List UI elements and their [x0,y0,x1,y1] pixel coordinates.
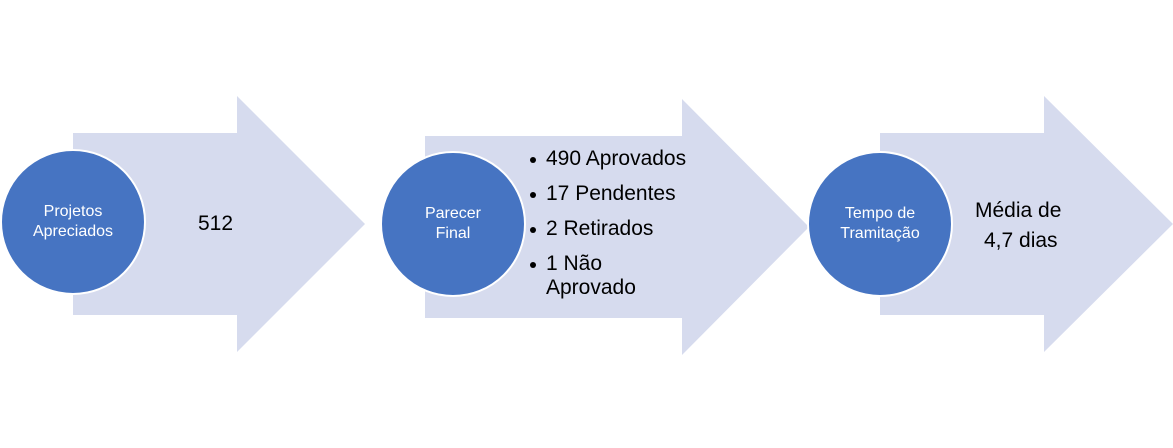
stage-circle-parecer-final: Parecer Final [380,151,526,297]
arrow-shape-3 [880,96,1173,352]
bullet-dot-icon [530,262,536,268]
stage-value-media: Média de 4,7 dias [975,196,1061,256]
bullet-text: 17 Pendentes [546,182,676,205]
bullet-item: 2 Retirados [528,217,728,241]
value-line: Média de [975,199,1062,222]
bullet-dot-icon [530,227,536,233]
value-line: 4,7 dias [984,229,1058,252]
bullet-item: 1 Não Aprovado [528,252,676,300]
bullet-text: 1 Não Aprovado [546,252,636,299]
circle-label-line: Tempo de [844,205,916,222]
bullet-dot-icon [530,192,536,198]
stage-value-512: 512 [198,212,233,236]
circle-label-line: Projetos [43,203,103,220]
bullet-text: 490 Aprovados [546,147,687,170]
arrow-shape-1 [73,96,365,352]
circle-label-line: Parecer [424,205,482,222]
circle-label-line: Tramitação [840,225,920,242]
circle-label-line: Final [435,225,471,242]
bullet-text: 2 Retirados [546,217,654,240]
circle-label-line: Apreciados [32,223,114,240]
arrow-shape-2 [425,99,809,355]
stage-circle-tempo-de-tramitacao: Tempo de Tramitação [807,151,953,297]
bullet-item: 490 Aprovados [528,147,728,171]
bullet-dot-icon [530,157,536,163]
value-line: 512 [198,212,234,235]
bullet-item: 17 Pendentes [528,182,728,206]
stage-circle-projetos-apreciados: Projetos Apreciados [0,149,146,295]
parecer-bullet-list: 490 Aprovados 17 Pendentes 2 Retirados 1… [528,147,728,300]
